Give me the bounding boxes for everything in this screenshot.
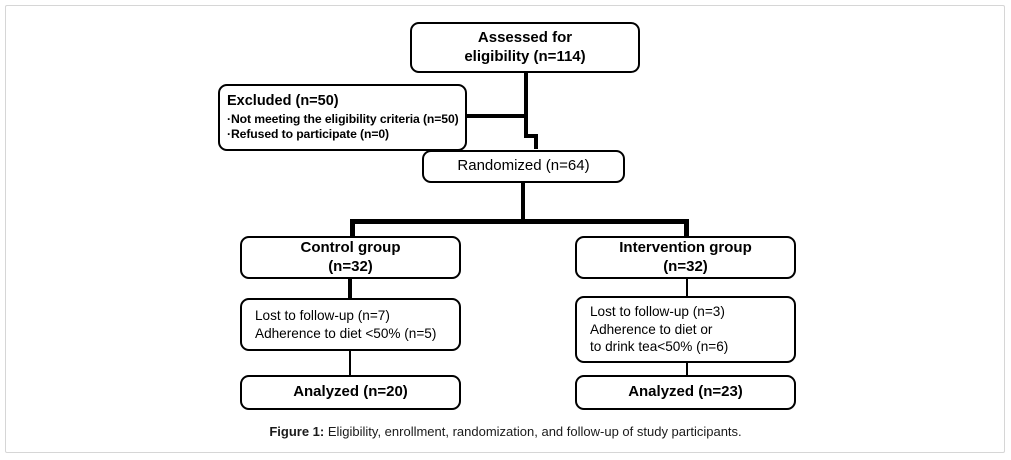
node-excluded: Excluded (n=50) ·Not meeting the eligibi… (218, 84, 467, 151)
connector-assessed-to-randomized (524, 72, 528, 136)
control-lost-line-1: Lost to follow-up (n=7) (255, 307, 390, 323)
node-control-analyzed: Analyzed (n=20) (240, 375, 461, 410)
connector-intervention-to-lost (686, 279, 688, 297)
figure-caption-text: Eligibility, enrollment, randomization, … (327, 424, 742, 439)
node-intervention-follow-up-losses: Lost to follow-up (n=3) Adherence to die… (575, 296, 796, 363)
figure-caption-label: Figure 1: (269, 424, 328, 439)
connector-hook-vertical (534, 134, 538, 149)
intervention-lost-line-3: to drink tea<50% (n=6) (590, 339, 729, 355)
node-assessed-for-eligibility: Assessed for eligibility (n=114) (410, 22, 640, 73)
intervention-group-line-2: (n=32) (663, 257, 708, 275)
excluded-header: Excluded (n=50) (227, 93, 339, 110)
connector-hook-horizontal (524, 134, 538, 138)
control-analyzed-label: Analyzed (n=20) (293, 383, 408, 401)
connector-split-right-drop (684, 219, 689, 237)
intervention-group-line-1: Intervention group (619, 239, 752, 257)
control-group-line-2: (n=32) (328, 257, 373, 275)
node-control-group: Control group (n=32) (240, 236, 461, 279)
excluded-bullet-1: ·Not meeting the eligibility criteria (n… (227, 111, 459, 126)
connector-split-bar (350, 219, 689, 224)
connector-control-to-lost (348, 279, 352, 299)
node-control-follow-up-losses: Lost to follow-up (n=7) Adherence to die… (240, 298, 461, 351)
intervention-lost-line-2: Adherence to diet or (590, 321, 713, 337)
connector-split-left-drop (350, 219, 355, 237)
assessed-line-1: Assessed for (477, 29, 573, 47)
assessed-line-2: eligibility (n=114) (464, 47, 586, 65)
connector-intervention-to-analyzed (686, 362, 688, 376)
node-randomized: Randomized (n=64) (422, 150, 625, 183)
page-border-frame (5, 5, 1005, 453)
connector-assessed-to-excluded (463, 114, 527, 118)
control-lost-line-2: Adherence to diet <50% (n=5) (255, 325, 437, 341)
node-intervention-analyzed: Analyzed (n=23) (575, 375, 796, 410)
connector-control-to-analyzed (349, 350, 351, 376)
intervention-lost-line-1: Lost to follow-up (n=3) (590, 303, 725, 319)
intervention-analyzed-label: Analyzed (n=23) (628, 383, 743, 401)
excluded-bullet-2: ·Refused to participate (n=0) (227, 126, 389, 141)
connector-randomized-to-split (521, 183, 525, 222)
randomized-label: Randomized (n=64) (457, 157, 590, 175)
node-intervention-group: Intervention group (n=32) (575, 236, 796, 279)
control-group-line-1: Control group (300, 239, 401, 257)
figure-caption: Figure 1: Eligibility, enrollment, rando… (0, 424, 1011, 439)
